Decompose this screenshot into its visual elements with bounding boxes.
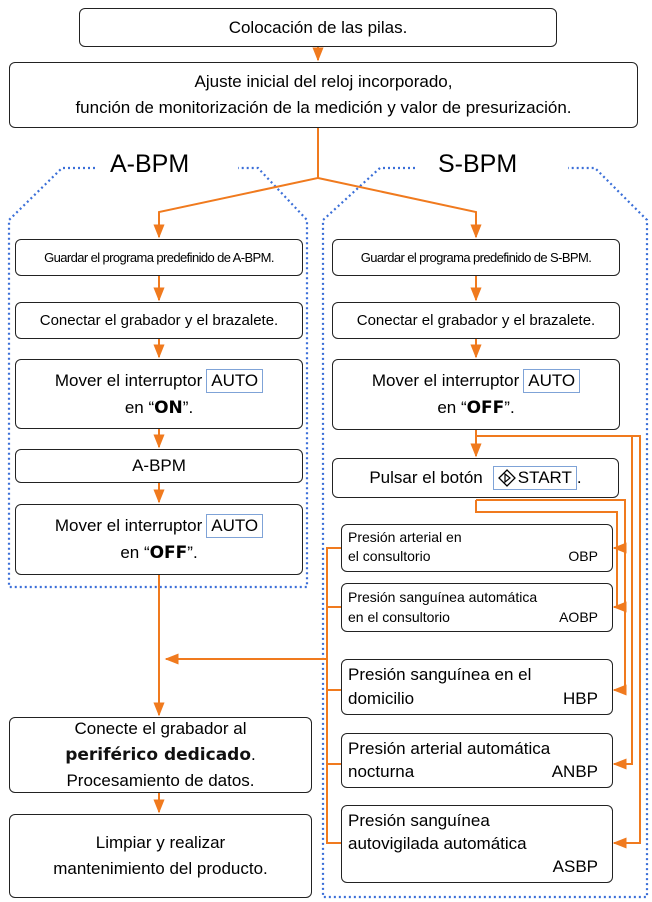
sbpm-step3-en: en “: [437, 398, 467, 417]
mode-asbp-code: ASBP: [552, 857, 598, 876]
abpm-step4-text: A-BPM: [132, 456, 186, 475]
connect-line1: Conecte el grabador al: [74, 719, 247, 738]
mode-asbp-line1: Presión sanguínea: [348, 811, 490, 830]
sbpm-title: S-BPM: [438, 150, 518, 178]
abpm-step3-pre: Mover el interruptor: [54, 370, 203, 390]
mode-aobp-line1: Presión sanguínea automática: [348, 589, 538, 605]
mode-anbp-code: ANBP: [551, 762, 598, 781]
mode-hbp-code: HBP: [563, 689, 598, 708]
mode-aobp: Presión sanguínea automática en el consu…: [341, 583, 613, 632]
step-initial-setup: Ajuste inicial del reloj incorporado, fu…: [9, 62, 638, 128]
mode-anbp-line1: Presión arterial automática: [348, 739, 551, 758]
clean-line1: Limpiar y realizar: [95, 833, 226, 852]
dedicated-peripheral-text: periférico dedicado: [65, 745, 252, 765]
abpm-title: A-BPM: [110, 150, 190, 178]
step-batteries-text: Colocación de las pilas.: [228, 17, 408, 37]
abpm-step-measure: A-BPM: [15, 449, 303, 483]
step-clean-maintain: Limpiar y realizar mantenimiento del pro…: [9, 814, 312, 898]
connect-line3: Procesamiento de datos.: [66, 771, 255, 790]
mode-obp-line2: el consultorio: [348, 548, 431, 564]
step-connect-peripheral: Conecte el grabador al periférico dedica…: [9, 717, 312, 793]
auto-switch-tag: AUTO: [206, 368, 264, 393]
sbpm-step-connect-cuff: Conectar el grabador y el brazalete.: [332, 302, 620, 339]
mode-asbp-line2: autovigilada automática: [348, 834, 527, 853]
abpm-step3-end: ”.: [182, 397, 194, 417]
sbpm-step3-end: ”.: [504, 398, 515, 417]
abpm-step2-text: Conectar el grabador y el brazalete.: [39, 312, 279, 329]
step-batteries: Colocación de las pilas.: [79, 8, 557, 47]
switch-on-value: ON: [154, 397, 183, 418]
abpm-step5-pre: Mover el interruptor: [54, 516, 203, 535]
mode-obp-code: OBP: [568, 548, 598, 564]
start-diamond-icon: [497, 469, 516, 487]
abpm-step3-en: en “: [124, 397, 155, 417]
mode-obp-line1: Presión arterial en: [348, 529, 462, 545]
mode-hbp-line2: domicilio: [348, 689, 415, 708]
abpm-step5-en: en “: [120, 543, 150, 562]
mode-anbp: Presión arterial automática nocturna ANBP: [341, 733, 613, 788]
clean-line2: mantenimiento del producto.: [53, 859, 268, 878]
mode-anbp-line2: nocturna: [348, 762, 415, 781]
auto-switch-tag: AUTO: [523, 369, 581, 393]
abpm-group-outline: [7, 166, 309, 589]
mode-aobp-code: AOBP: [559, 609, 598, 625]
abpm-step5-end: ”.: [187, 543, 198, 562]
sbpm-step-press-start: Pulsar el botón START .: [332, 458, 619, 498]
abpm-step-connect-cuff: Conectar el grabador y el brazalete.: [15, 302, 303, 339]
sbpm-step4-pre: Pulsar el botón: [369, 468, 483, 487]
sbpm-step4-end: .: [576, 468, 582, 487]
sbpm-step2-text: Conectar el grabador y el brazalete.: [356, 312, 596, 329]
abpm-step1-text: Guardar el programa predefinido de A-BPM…: [44, 250, 274, 265]
sbpm-group-outline: [321, 166, 649, 899]
sbpm-step1-text: Guardar el programa predefinido de S-BPM…: [360, 250, 592, 265]
mode-hbp: Presión sanguínea en el domicilio HBP: [341, 659, 613, 715]
step-setup-line1: Ajuste inicial del reloj incorporado,: [194, 72, 453, 91]
sbpm-step3-pre: Mover el interruptor: [371, 371, 520, 390]
mode-aobp-line2: en el consultorio: [348, 609, 450, 625]
mode-asbp: Presión sanguínea autovigilada automátic…: [341, 805, 613, 883]
sbpm-step-save-program: Guardar el programa predefinido de S-BPM…: [332, 239, 620, 276]
step-setup-line2: función de monitorización de la medición…: [75, 98, 572, 117]
auto-switch-tag: AUTO: [206, 514, 264, 538]
mode-obp: Presión arterial en el consultorio OBP: [341, 524, 613, 572]
start-label: START: [517, 468, 572, 487]
switch-off-value: OFF: [149, 543, 188, 563]
connect-line2-end: .: [251, 745, 256, 764]
switch-off-value: OFF: [466, 398, 505, 418]
abpm-step-save-program: Guardar el programa predefinido de A-BPM…: [15, 239, 303, 276]
mode-hbp-line1: Presión sanguínea en el: [348, 665, 532, 684]
start-button-tag: START: [492, 466, 577, 490]
